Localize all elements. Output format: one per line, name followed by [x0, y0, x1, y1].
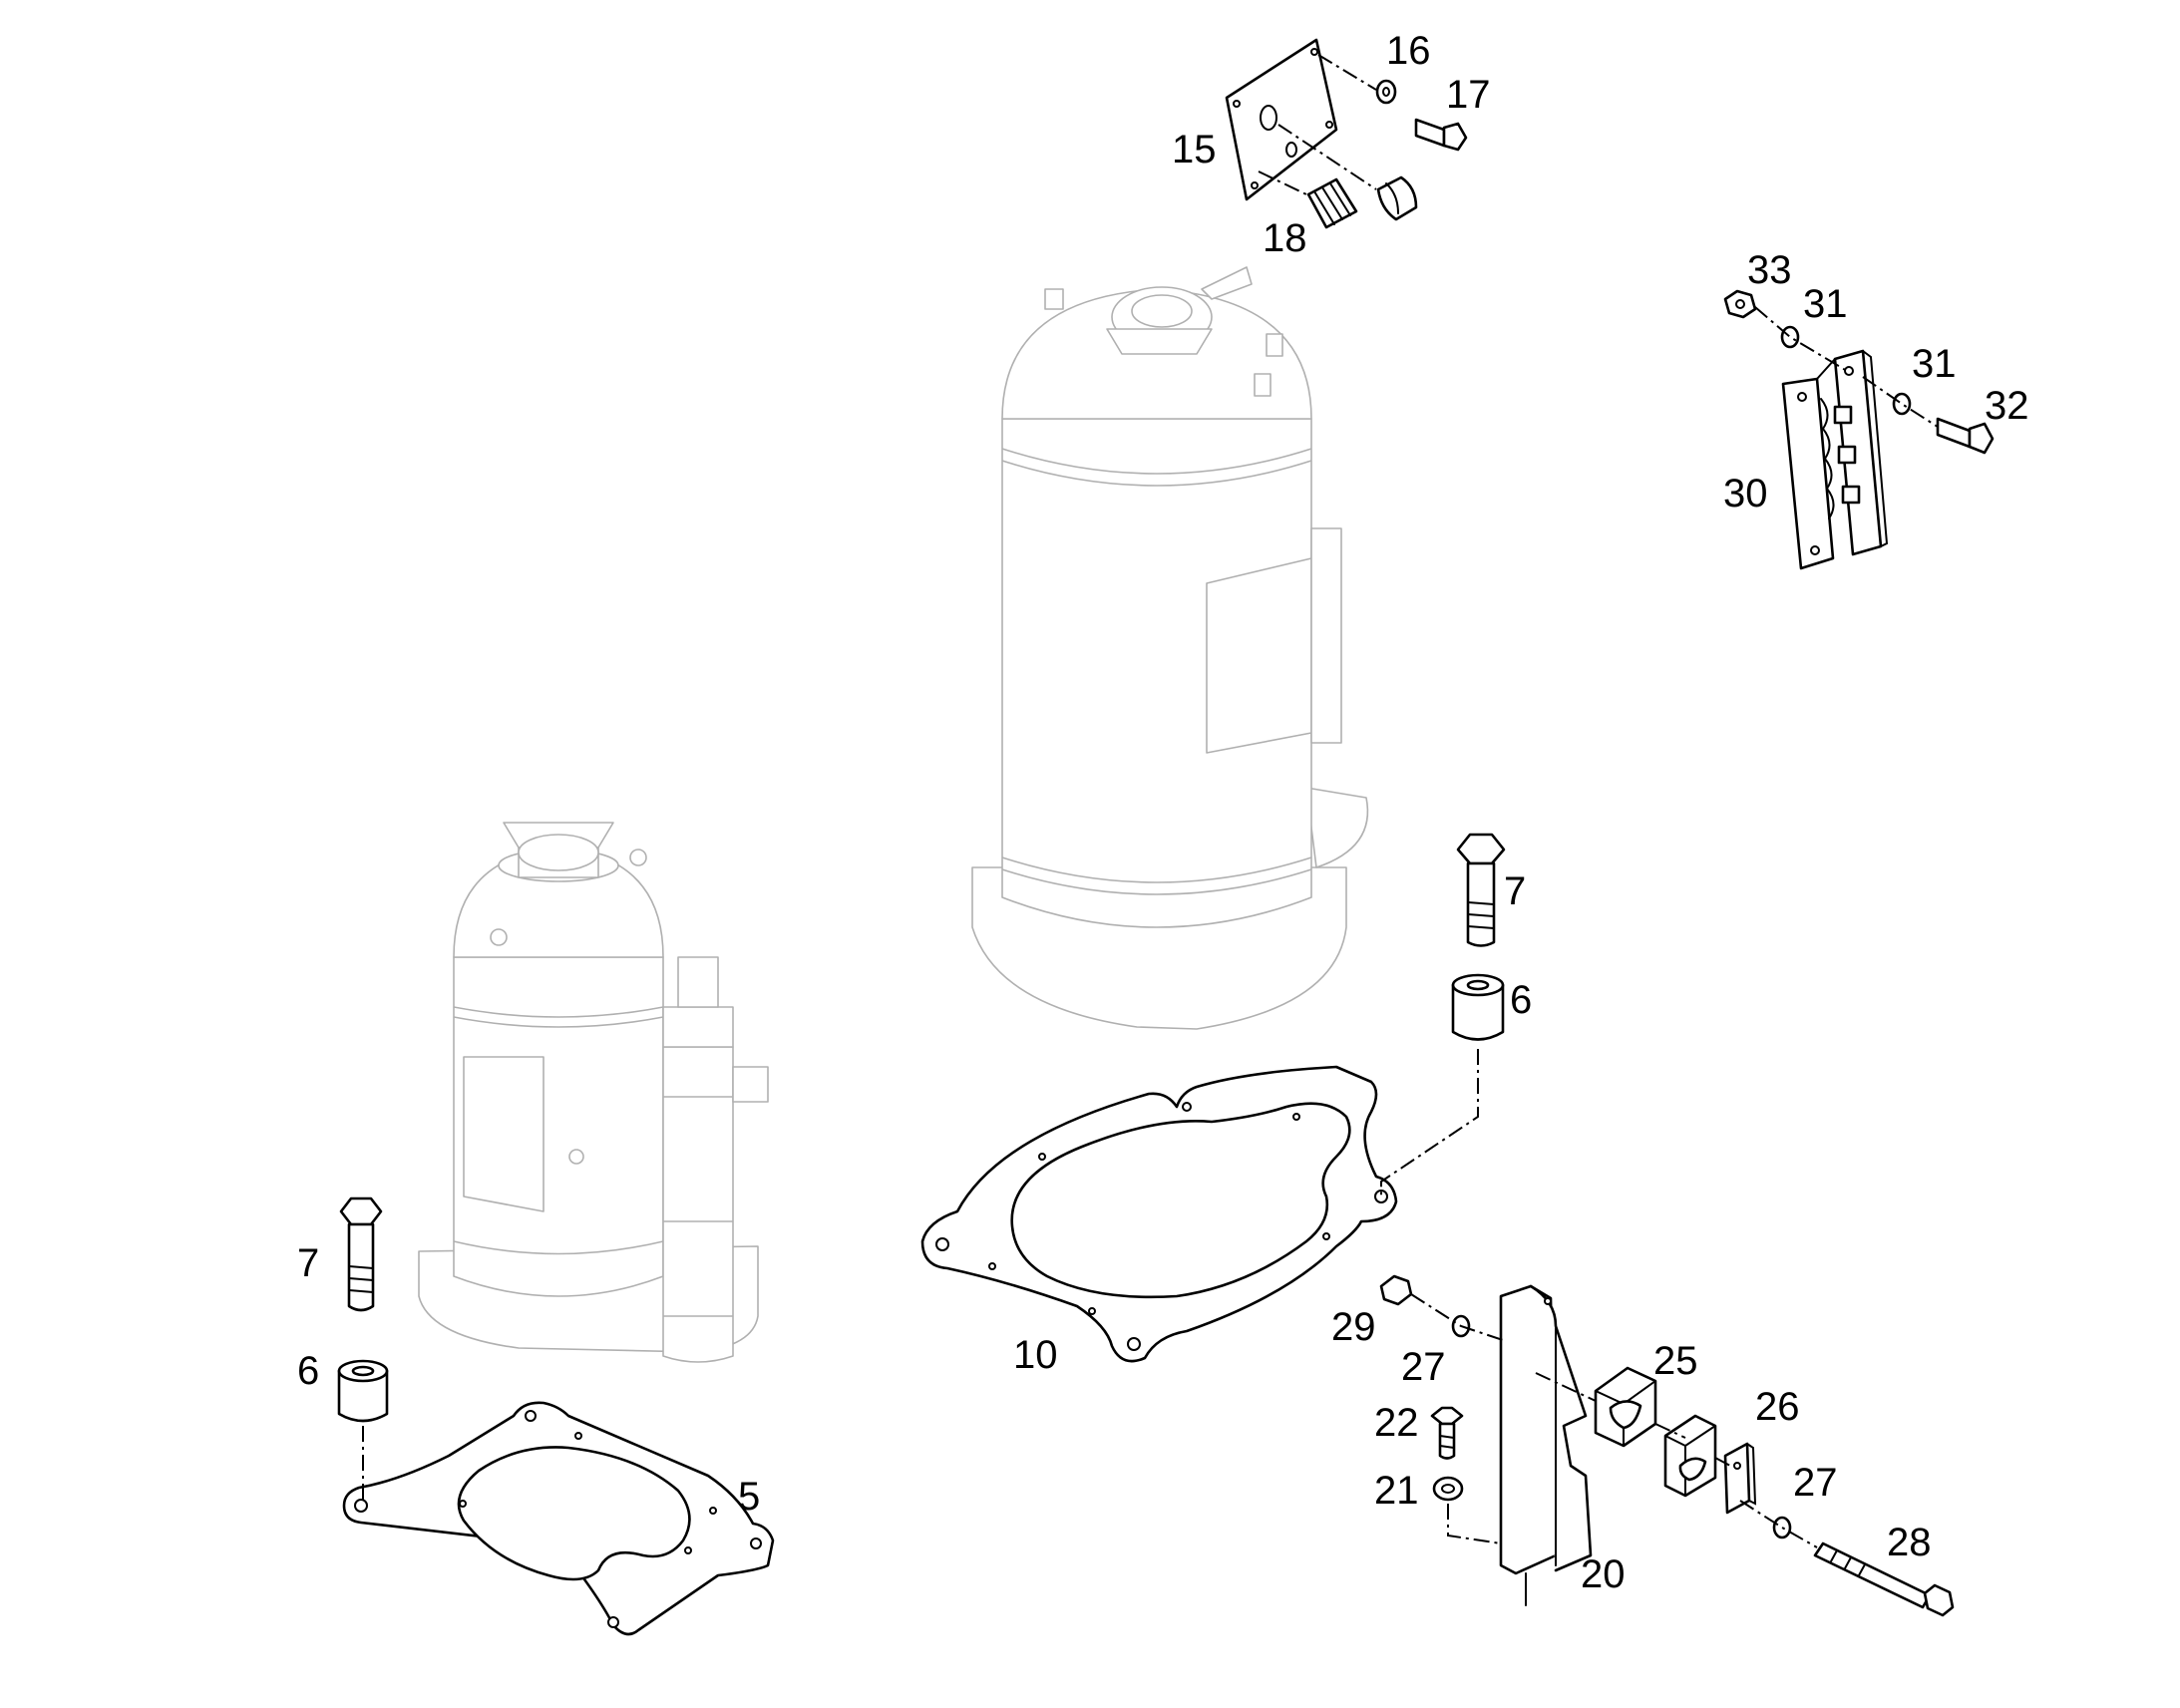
- terminal-strip-30: [1781, 349, 1889, 570]
- leader-bolt-28: [1535, 1372, 1818, 1548]
- washer-21: [1432, 1476, 1464, 1502]
- bolt-32: [1936, 417, 1995, 455]
- callout-10: 10: [1013, 1333, 1058, 1377]
- callout-31-lower: 31: [1912, 342, 1957, 386]
- callout-6-left: 6: [297, 1349, 319, 1393]
- callout-21: 21: [1374, 1469, 1419, 1513]
- screw-22: [1430, 1406, 1464, 1460]
- callout-31-upper: 31: [1803, 282, 1848, 326]
- callout-32: 32: [1985, 384, 2029, 428]
- callout-16: 16: [1386, 29, 1431, 73]
- cable-gland-18: [1306, 175, 1418, 229]
- nut-29: [1379, 1274, 1413, 1306]
- callout-29: 29: [1331, 1305, 1376, 1349]
- bolt-7-left: [339, 1196, 383, 1312]
- bracket-20: [1499, 1284, 1593, 1606]
- plate-26: [1723, 1442, 1757, 1515]
- callout-17: 17: [1446, 73, 1491, 117]
- callout-30: 30: [1723, 472, 1768, 515]
- clamp-half-25-front: [1663, 1414, 1717, 1498]
- bolt-28: [1813, 1541, 1955, 1617]
- callout-18: 18: [1263, 216, 1307, 260]
- callout-26: 26: [1755, 1385, 1800, 1429]
- callout-5: 5: [738, 1475, 760, 1519]
- clamp-half-25-rear: [1594, 1366, 1657, 1448]
- callout-27-upper: 27: [1401, 1345, 1446, 1389]
- callout-6-right: 6: [1510, 978, 1532, 1022]
- washer-31-upper: [1780, 325, 1800, 349]
- terminal-plate-15: [1225, 38, 1377, 201]
- callout-25: 25: [1653, 1339, 1698, 1383]
- washer-27-lower: [1772, 1516, 1792, 1539]
- callout-33: 33: [1747, 248, 1792, 292]
- leader-bracket-upper: [1410, 1293, 1507, 1342]
- callout-15: 15: [1172, 128, 1217, 171]
- callout-22: 22: [1374, 1401, 1419, 1445]
- spacer-6-right: [1451, 973, 1505, 1041]
- spacer-6-left: [337, 1359, 389, 1423]
- bolt-7-right: [1456, 833, 1506, 947]
- large-compressor-ghost: [971, 266, 1369, 1030]
- gasket-5: [342, 1401, 775, 1636]
- leader-terminal-hardware: [1754, 306, 1939, 428]
- leader-bracket-lower: [1447, 1504, 1502, 1544]
- callouts: 5 6 7 7 6 10 15 16 17 18 33 31 31 32 30 …: [297, 29, 2029, 1596]
- small-compressor-ghost: [418, 822, 769, 1363]
- nut-33: [1723, 289, 1757, 319]
- callout-7-right: 7: [1504, 869, 1526, 913]
- leader-spacer-6-to-gasket-10: [1380, 1049, 1479, 1196]
- callout-27-lower: 27: [1793, 1461, 1838, 1505]
- screw-17: [1414, 118, 1468, 152]
- gasket-10: [920, 1065, 1398, 1363]
- washer-31-lower: [1892, 392, 1912, 416]
- washer-16: [1375, 79, 1397, 105]
- callout-7-left: 7: [297, 1241, 319, 1285]
- callout-28: 28: [1887, 1521, 1932, 1564]
- callout-20: 20: [1581, 1552, 1626, 1596]
